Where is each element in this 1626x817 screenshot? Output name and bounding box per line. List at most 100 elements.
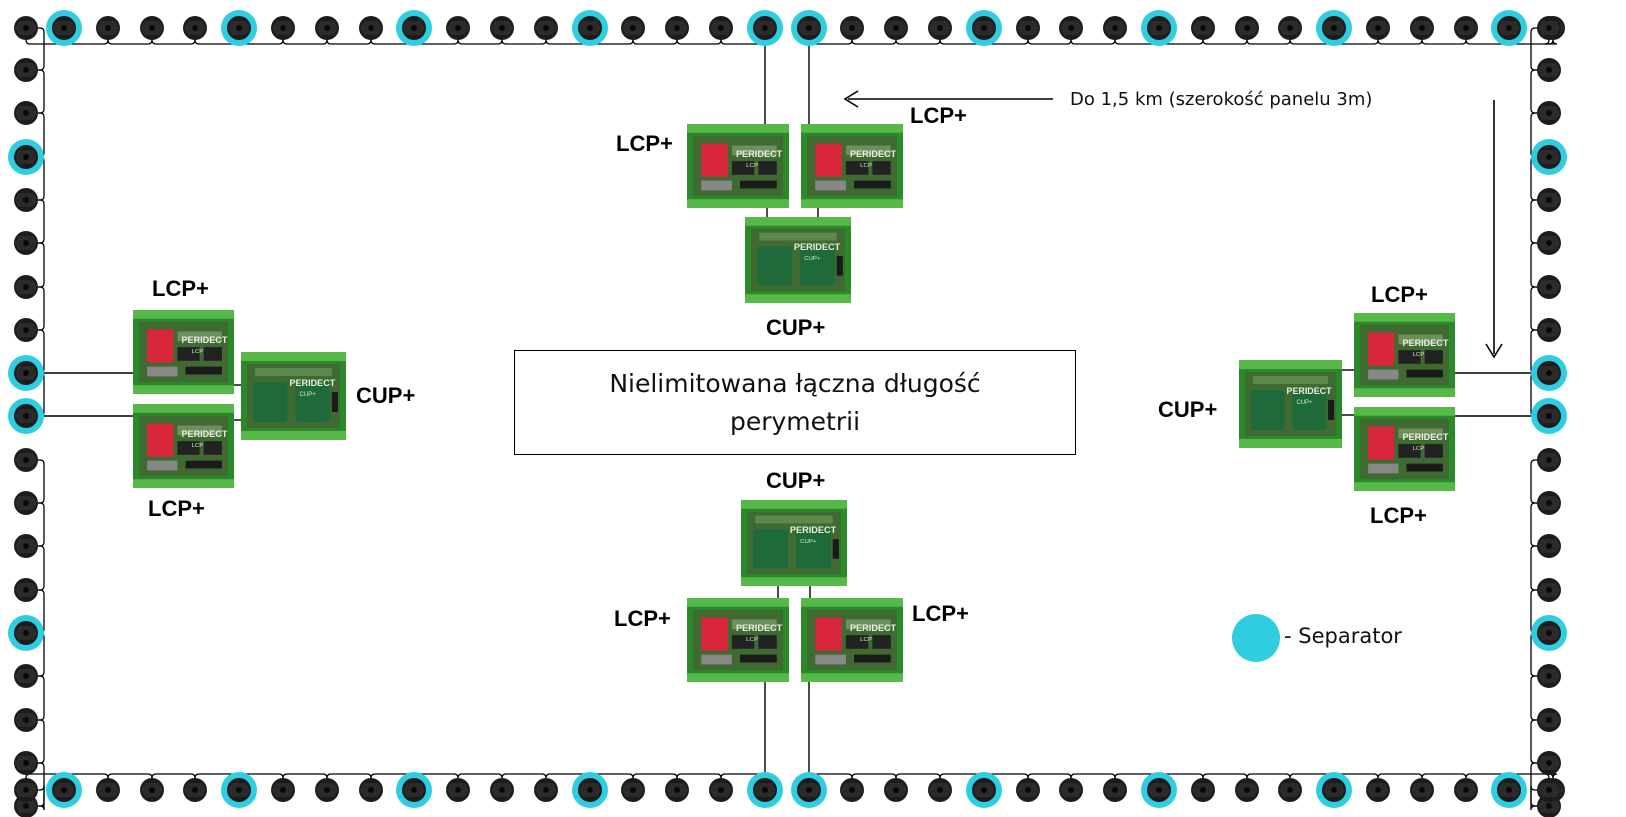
sensor-node-icon [1103,778,1127,802]
top-lcp-right-label: LCP+ [910,103,967,128]
separator-legend-icon [1232,614,1280,662]
board-brand: PERIDECT [794,242,841,252]
sensor-node-icon [1537,58,1561,82]
sensor-node-icon [1537,534,1561,558]
bottom-lcp-right-label: LCP+ [912,601,969,626]
arrowhead-down-icon [1485,343,1503,359]
sensor-node-icon [928,778,952,802]
separator-ring-icon [747,10,783,46]
sensor-node-icon [315,16,339,40]
separator-ring-icon [1531,615,1567,651]
separator-ring-icon [791,772,827,808]
separator-ring-icon [8,139,44,175]
board-brand: PERIDECT [1287,386,1333,396]
separator-ring-icon [572,10,608,46]
separator-ring-icon [1491,772,1527,808]
sensor-node-icon [1366,16,1390,40]
cable-segment [1530,27,1549,71]
board-model: CUP+ [800,539,817,545]
sensor-node-icon [1537,778,1561,802]
sensor-node-icon [1454,16,1478,40]
board-brand: PERIDECT [181,429,227,439]
sensor-node-icon [621,16,645,40]
sensor-node-icon [1278,778,1302,802]
sensor-node-icon [1235,16,1259,40]
board-model: LCP [746,163,758,169]
board-model: CUP+ [300,392,317,398]
separator-ring-icon [1141,772,1177,808]
separator-ring-icon [572,772,608,808]
sensor-node-icon [884,778,908,802]
sensor-node-icon [183,16,207,40]
cable-segment [1530,785,1549,811]
sensor-node-icon [1235,778,1259,802]
separator-ring-icon [1531,139,1567,175]
sensor-node-icon [709,778,733,802]
sensor-node-icon [1537,16,1561,40]
cable-segment [1544,28,1558,45]
left-lcp-bottom-label: LCP+ [148,496,205,521]
sensor-node-icon [490,16,514,40]
sensor-node-icon [928,16,952,40]
sensor-node-icon [1016,16,1040,40]
separator-ring-icon [221,10,257,46]
sensor-node-icon [1537,275,1561,299]
sensor-node-icon [14,534,38,558]
separator-ring-icon [1316,772,1352,808]
board-brand: PERIDECT [850,623,897,633]
sensor-node-icon [1537,708,1561,732]
left-lcp-top-label: LCP+ [152,276,209,301]
arrow-layer [843,90,1503,359]
cable-segment [26,27,45,71]
sensor-node-icon [14,188,38,212]
cable-segment [26,785,45,811]
sensor-node-icon [14,275,38,299]
right-lcp-top-label: LCP+ [1371,282,1428,307]
sensor-node-icon [1366,778,1390,802]
controller-board-icon [801,598,903,682]
separator-ring-icon [8,355,44,391]
sensor-node-icon [665,778,689,802]
sensor-node-icon [1537,188,1561,212]
controller-board-icon [133,404,234,488]
separator-ring-icon [46,772,82,808]
separator-ring-icon [46,10,82,46]
board-model: LCP [1413,446,1425,452]
board-brand: PERIDECT [850,149,897,159]
sensor-node-icon [1410,778,1434,802]
sensor-node-icon [1537,448,1561,472]
left-cup-label: CUP+ [356,383,416,408]
separator-ring-icon [221,772,257,808]
sensor-node-icon [665,16,689,40]
sensor-node-icon [446,778,470,802]
sensor-node-icon [621,778,645,802]
sensor-node-icon [140,16,164,40]
separator-ring-icon [396,772,432,808]
sensor-node-icon [534,16,558,40]
sensor-node-icon [490,778,514,802]
sensor-node-icon [14,778,38,802]
separator-ring-icon [8,398,44,434]
board-model: LCP [1413,352,1425,358]
center-text-box: Nielimitowana łączna długość perymetrii [514,350,1076,455]
sensor-node-icon [96,778,120,802]
sensor-node-icon [14,448,38,472]
sensor-node-icon [709,16,733,40]
controller-board-icon [133,310,234,394]
arrowhead-left-icon [843,90,859,108]
sensor-node-icon [14,578,38,602]
controller-board-icon [741,500,847,586]
sensor-node-icon [1103,16,1127,40]
controller-board-icon [687,124,789,208]
sensor-node-icon [315,778,339,802]
separator-ring-icon [1141,10,1177,46]
sensor-node-icon [271,16,295,40]
separator-ring-icon [1531,355,1567,391]
